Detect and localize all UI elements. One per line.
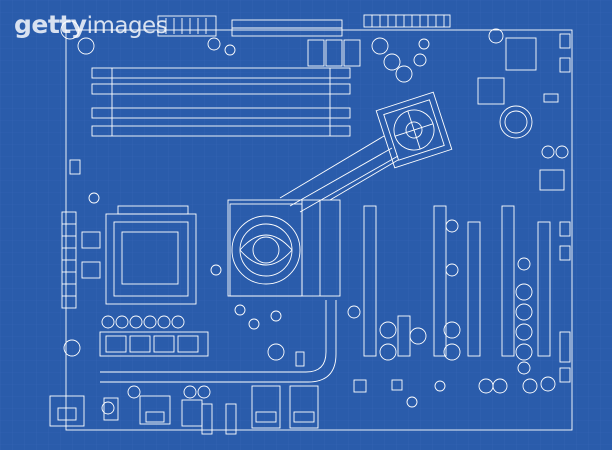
chip-square: [505, 37, 537, 71]
io-port-usb: [139, 395, 171, 425]
capacitor-column-middle: [379, 219, 461, 361]
vrm-capacitors: [101, 315, 185, 329]
watermark-text-images: images: [86, 13, 168, 39]
chip-right: [539, 169, 565, 191]
pcie-slot: [501, 205, 515, 357]
heat-pipe-diagonal: [279, 135, 399, 213]
left-io-connector: [61, 211, 101, 309]
io-port-usb: [289, 385, 319, 429]
cpu-socket-icon: [105, 205, 197, 305]
watermark-text-getty: getty: [14, 10, 87, 39]
misc-capacitors: [60, 20, 569, 415]
chipset-fan-icon: [375, 91, 453, 169]
atx-power-connector: [231, 19, 343, 37]
capacitor-column-right: [515, 257, 533, 375]
ram-slot: [91, 67, 351, 79]
pcie-slots: [363, 205, 551, 357]
io-port-audio: [225, 403, 237, 435]
cpu-fan-icon: [229, 203, 303, 297]
vrm-heatsink: [99, 331, 209, 357]
board-outline: [65, 29, 573, 431]
io-port-lan: [49, 395, 85, 427]
pcie-slot: [467, 221, 481, 357]
chip-small: [477, 77, 505, 105]
battery-icon: [499, 105, 533, 139]
small-headers: [69, 33, 571, 393]
io-port-usb: [251, 385, 281, 429]
heat-pipe-vertical: [100, 300, 337, 383]
pcie-slot: [363, 205, 377, 357]
ram-slot: [91, 83, 351, 95]
ram-slots: [91, 67, 351, 137]
io-port-audio: [201, 403, 213, 435]
io-ports-bottom: [49, 385, 319, 435]
io-port: [103, 397, 119, 421]
pcie-slot: [537, 221, 551, 357]
ram-slot: [91, 107, 351, 119]
front-panel-header: [363, 14, 451, 28]
power-connector-top: [157, 15, 217, 37]
pcie-slot: [433, 205, 447, 357]
sata-connectors: [307, 39, 361, 67]
ram-slot: [91, 125, 351, 137]
watermark-logo: gettyimages: [14, 10, 168, 39]
